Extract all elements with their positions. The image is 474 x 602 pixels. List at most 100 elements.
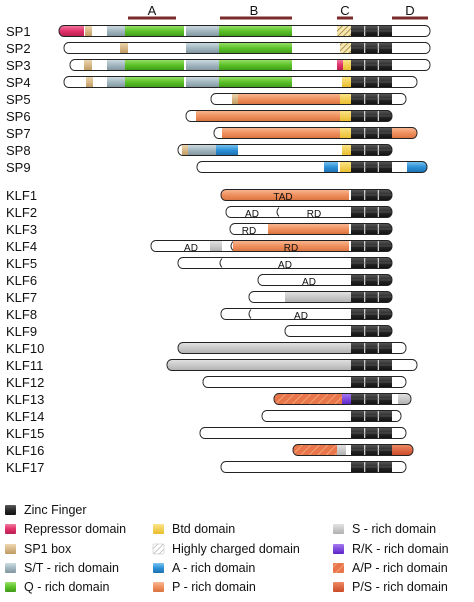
legend-swatch-s-rich [333,524,344,534]
klf13-domain-ap [274,393,342,405]
row-label-klf9: KLF9 [6,324,37,339]
legend-swatch-a-rich [153,563,164,573]
klf1-tad-label: TAD [273,192,292,203]
row-label-klf6: KLF6 [6,273,37,288]
legend-item-ap-rich: A/P - rich domain [333,561,448,575]
klf3-protein [229,223,393,235]
legend-item-btd: Btd domain [153,522,235,536]
sp2-domain-q [219,42,292,54]
row-label-sp7: SP7 [6,126,31,141]
row-label-sp1: SP1 [6,24,31,39]
klf1-protein [220,189,393,201]
section-label-d: D [405,3,414,18]
row-label-klf12: KLF12 [6,375,44,390]
sp1-domain-st [107,25,125,37]
legend-label-a-rich: A - rich domain [172,561,255,575]
klf13-domain-s [398,393,411,405]
legend-swatch-charged [152,543,165,555]
row-label-klf14: KLF14 [6,409,44,424]
legend-label-p-rich: P - rich domain [172,580,256,594]
row-label-sp5: SP5 [6,92,31,107]
klf2-protein [225,206,393,218]
sp3-domain-st [186,59,219,71]
klf16-domain-ps [392,444,413,456]
klf10-protein [177,342,407,354]
section-label-c: C [340,3,349,18]
klf4-protein [150,240,393,252]
klf14-protein [261,410,402,422]
sp1-domain-rep [59,25,84,37]
legend-item-charged: Highly charged domain [152,542,300,556]
legend-item-a-rich: A - rich domain [153,561,255,575]
row-label-sp6: SP6 [6,109,31,124]
legend-swatch-ap-rich [333,563,344,573]
legend-swatch-rk-rich [333,544,344,554]
sp-row-labels: SP1 SP2 SP3 SP4 SP5 SP6 SP7 SP8 SP9 [6,24,31,175]
sp8-domain-a [216,144,238,156]
sp7-protein [213,127,418,139]
klf6-ad-label: AD [302,277,316,288]
klf4-ad-label: AD [184,243,198,254]
sp3-protein [69,59,431,71]
sp5-domain-btd [340,93,351,105]
sp4-domain-q [219,76,292,88]
klf11-domain-s [167,359,351,371]
klf9-protein [284,325,393,337]
legend-swatch-sp1-box [5,544,16,554]
sp5-domain-p [238,93,340,105]
legend-item-rk-rich: R/K - rich domain [333,542,449,556]
row-label-klf16: KLF16 [6,443,44,458]
row-label-klf8: KLF8 [6,307,37,322]
row-label-klf10: KLF10 [6,341,44,356]
legend-item-repressor: Repressor domain [5,522,126,536]
legend-label-zinc-finger: Zinc Finger [24,503,87,517]
sp1-domain-hc [337,25,351,37]
klf7-protein [248,291,393,303]
klf2-rd-label: RD [307,209,321,220]
sp6-domain-p [196,110,340,122]
row-label-sp8: SP8 [6,143,31,158]
sp9-domain-a [407,161,427,173]
klf16-domain-s [337,444,346,456]
klf2-ad-label: AD [245,209,259,220]
sp4-protein [63,76,418,88]
row-label-klf11: KLF11 [6,358,43,373]
sp1-domain-q [125,25,184,37]
sp7-domain-btd [340,127,351,139]
sp8-domain-sp1 [182,144,188,156]
klf13-domain-rk [342,393,351,405]
klf16-protein [292,444,414,456]
legend-label-rk-rich: R/K - rich domain [352,542,449,556]
klf6-protein [257,274,393,286]
protein-bars [58,25,431,473]
legend-swatch-ps-rich [333,582,344,592]
sp9-domain-a [324,161,338,173]
legend-label-repressor: Repressor domain [24,522,126,536]
legend-item-sp1-box: SP1 box [5,542,72,556]
legend-item-zinc-finger: Zinc Finger [5,503,87,517]
legend-label-sp1-box: SP1 box [24,542,72,556]
legend-label-q-rich: Q - rich domain [24,580,109,594]
sp5-protein [210,93,407,105]
sp1-domain-q [219,25,292,37]
sp9-protein [196,161,428,173]
row-label-klf5: KLF5 [6,256,37,271]
klf8-ad-label: AD [294,311,308,322]
klf11-protein [166,359,418,371]
klf12-protein [202,376,407,388]
klf17-protein [220,461,407,473]
sp8-domain-st [188,144,216,156]
legend-item-s-rich: S - rich domain [333,522,436,536]
sp3-domain-btd [343,59,351,71]
sp2-domain-st [186,42,219,54]
row-label-klf15: KLF15 [6,426,44,441]
sp3-domain-q [219,59,292,71]
sp1-protein [58,25,431,37]
sp4-domain-btd [342,76,351,88]
sp3-domain-rep [337,59,343,71]
sp4-domain-st [186,76,219,88]
klf10-domain-s [178,342,351,354]
sp1-domain-st [186,25,219,37]
row-label-klf13: KLF13 [6,392,44,407]
